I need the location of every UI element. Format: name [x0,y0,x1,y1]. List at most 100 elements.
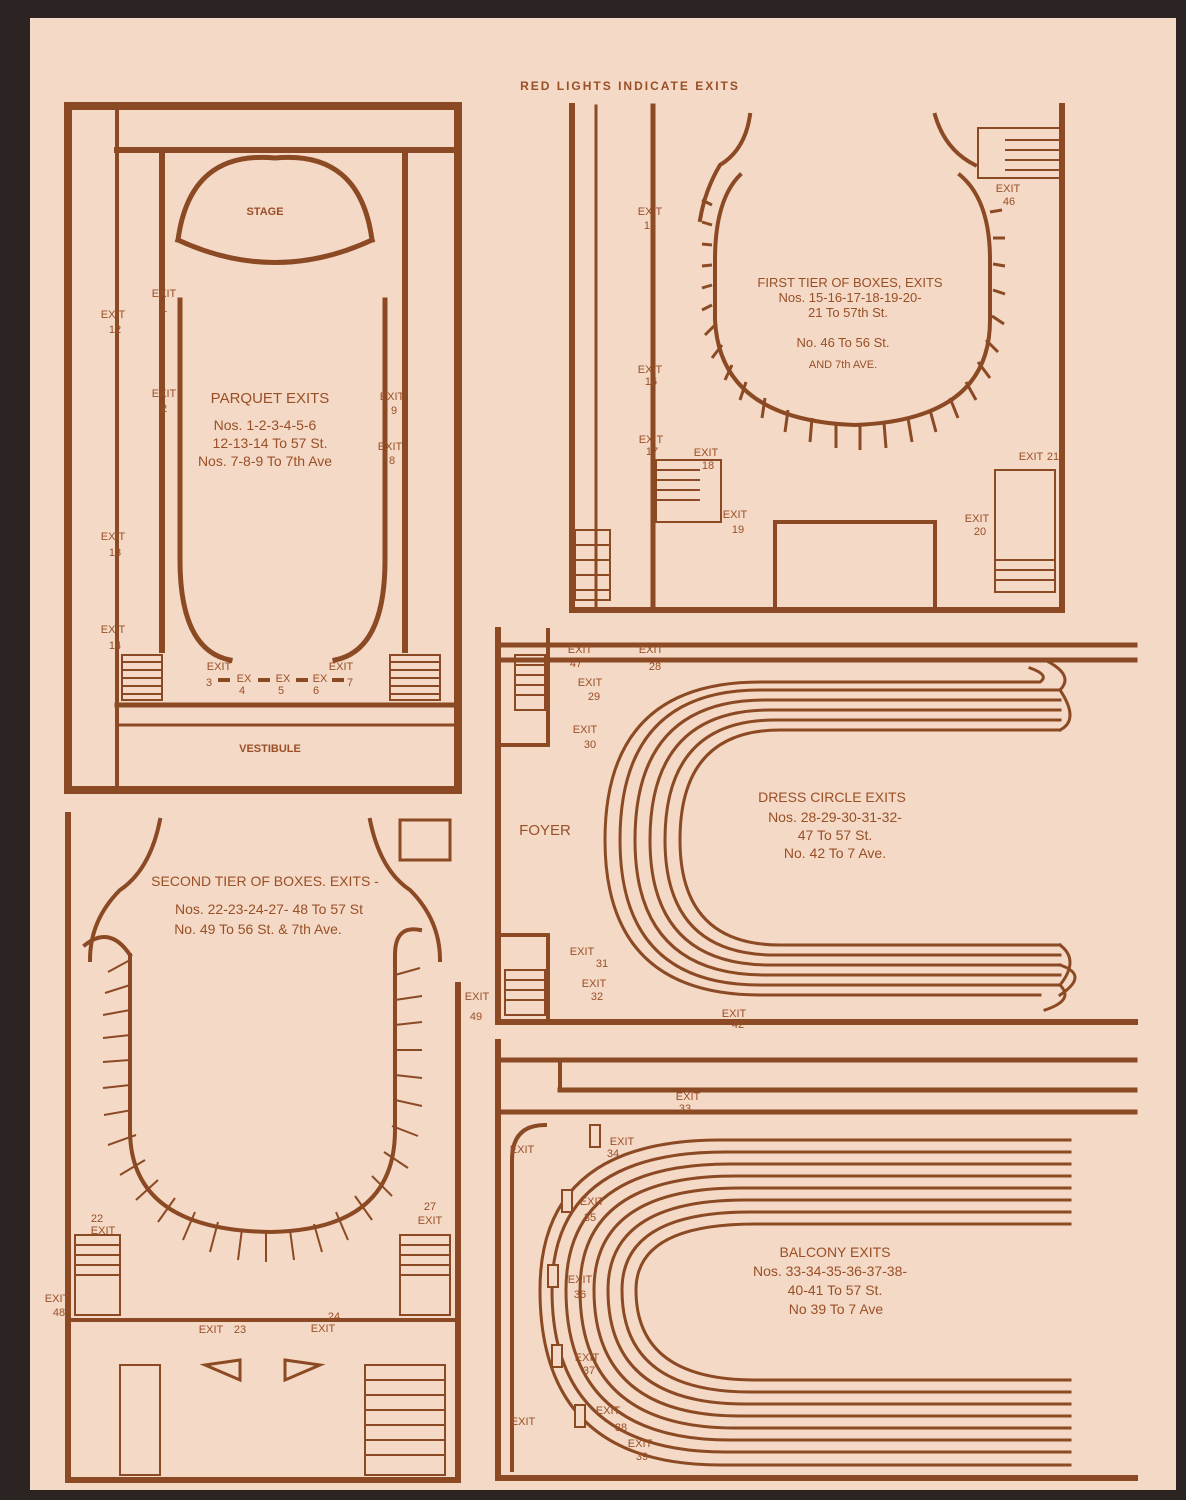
exit-label: EXIT [965,513,990,525]
exit-number: 30 [584,739,596,751]
exit-number: 18 [702,460,714,472]
exit-label: EXIT [596,1405,621,1417]
exit-number: 36 [574,1289,586,1301]
exit-number: 42 [732,1019,744,1031]
exit-number: 46 [1003,196,1015,208]
exit-label: EXIT [694,447,719,459]
exit-number: 38 [615,1422,627,1434]
exit-number: 4 [239,685,245,697]
exit-label: EXIT [152,388,177,400]
parquet-auditorium-right [332,297,388,663]
second-tier-horseshoe [128,927,423,1235]
exit-number: 5 [278,685,284,697]
exit-number: 14 [109,640,121,652]
balcony-title: BALCONY EXITS [779,1244,890,1260]
exit-label: EX [276,673,291,685]
exit-label: EXIT [573,724,598,736]
dress-circle-rows [603,657,1077,1012]
exit-label: EXIT [568,1274,593,1286]
exit-number: 39 [636,1451,648,1463]
parquet-line2: 12-13-14 To 57 St. [213,435,328,451]
first-tier-line1: Nos. 15-16-17-18-19-20- [778,290,921,305]
second-tier-wall [65,812,461,1483]
exit-label: EXIT [378,441,403,453]
exit-label: EXIT [311,1323,336,1335]
exit-label: EXIT [418,1215,443,1227]
exit-label: EXIT [380,391,405,403]
exit-label: EXIT [511,1416,536,1428]
parquet-outer-wall [64,102,462,794]
exit-label: EXIT [510,1144,535,1156]
exit-label: EXIT [570,946,595,958]
parquet-stairs-left [121,654,163,701]
exit-number: 22 [91,1213,103,1225]
balcony-line1: Nos. 33-34-35-36-37-38- [753,1263,907,1279]
exit-label: EX [313,673,328,685]
exit-number: 24 [328,1311,340,1323]
second-tier-stairs [74,1234,451,1476]
parquet-line3: Nos. 7-8-9 To 7th Ave [198,453,332,469]
dress-circle-title: DRESS CIRCLE EXITS [758,789,906,805]
exit-label: EXIT [101,309,126,321]
exit-number: 23 [234,1324,246,1336]
exit-label: EXIT [610,1136,635,1148]
page-header: RED LIGHTS INDICATE EXITS [520,79,740,93]
exit-number: 8 [389,455,395,467]
exit-label: EXIT [1019,451,1044,463]
exit-number: 1 [161,303,167,315]
second-tier-line2: No. 49 To 56 St. & 7th Ave. [174,921,342,937]
balcony-line3: No 39 To 7 Ave [789,1301,884,1317]
parquet-vestibule-label: VESTIBULE [239,743,301,755]
exit-number: 7 [347,677,353,689]
exit-number: 16 [645,376,657,388]
parquet-stairs-right [389,654,441,701]
second-tier-plan: SECOND TIER OF BOXES. EXITS - Nos. 22-23… [45,812,490,1483]
first-tier-box-partitions [701,198,1006,450]
balcony-line2: 40-41 To 57 St. [788,1282,883,1298]
exit-label: EXIT [676,1091,701,1103]
exit-label: EXIT [639,434,664,446]
first-tier-plan: FIRST TIER OF BOXES, EXITS Nos. 15-16-17… [569,103,1065,613]
exit-number: 37 [583,1365,595,1377]
exit-label: EXIT [638,364,663,376]
dress-circle-wall [495,627,1138,1025]
exit-label: EXIT [723,509,748,521]
exit-label: EXIT [575,1352,600,1364]
exit-label: EXIT [582,978,607,990]
exit-number: 2 [161,403,167,415]
parquet-auditorium-left [177,297,233,663]
exit-number: 3 [206,677,212,689]
exit-number: 29 [588,691,600,703]
first-tier-line2: 21 To 57th St. [808,305,888,320]
exit-number: 21 [1047,451,1059,463]
exit-number: 9 [391,405,397,417]
exit-label: EXIT [722,1008,747,1020]
parquet-title: PARQUET EXITS [211,390,330,407]
exit-label: EXIT [638,206,663,218]
first-tier-line3: No. 46 To 56 St. [797,335,890,350]
exit-number: 17 [646,446,658,458]
second-tier-title: SECOND TIER OF BOXES. EXITS - [151,873,379,889]
exit-number: 19 [732,524,744,536]
exit-label: EXIT [628,1438,653,1450]
exit-number: 35 [584,1212,596,1224]
exit-number: 48 [53,1307,65,1319]
dress-circle-plan: FOYER DRESS CIRCLE EXITS Nos. 28-29-30-3… [495,627,1138,1031]
parquet-plan: STAGE VESTIBULE PARQUET EXITS Nos. 1-2-3… [64,102,462,794]
exit-label: EXIT [996,183,1021,195]
exit-number: 27 [424,1201,436,1213]
exit-label: EXIT [152,288,177,300]
second-tier-box-partitions [102,959,423,1262]
second-tier-line1: Nos. 22-23-24-27- 48 To 57 St [175,901,363,917]
exit-number: 47 [570,658,582,670]
exit-label: EXIT [45,1293,70,1305]
exit-number: 34 [607,1148,619,1160]
exit-number: 31 [596,958,608,970]
exit-label: EXIT [199,1324,224,1336]
first-tier-wall [569,103,1065,613]
exit-number: 20 [974,526,986,538]
dress-circle-line2: 47 To 57 St. [798,827,872,843]
exit-label: EXIT [91,1225,116,1237]
balcony-plan: BALCONY EXITS Nos. 33-34-35-36-37-38- 40… [495,1039,1138,1481]
